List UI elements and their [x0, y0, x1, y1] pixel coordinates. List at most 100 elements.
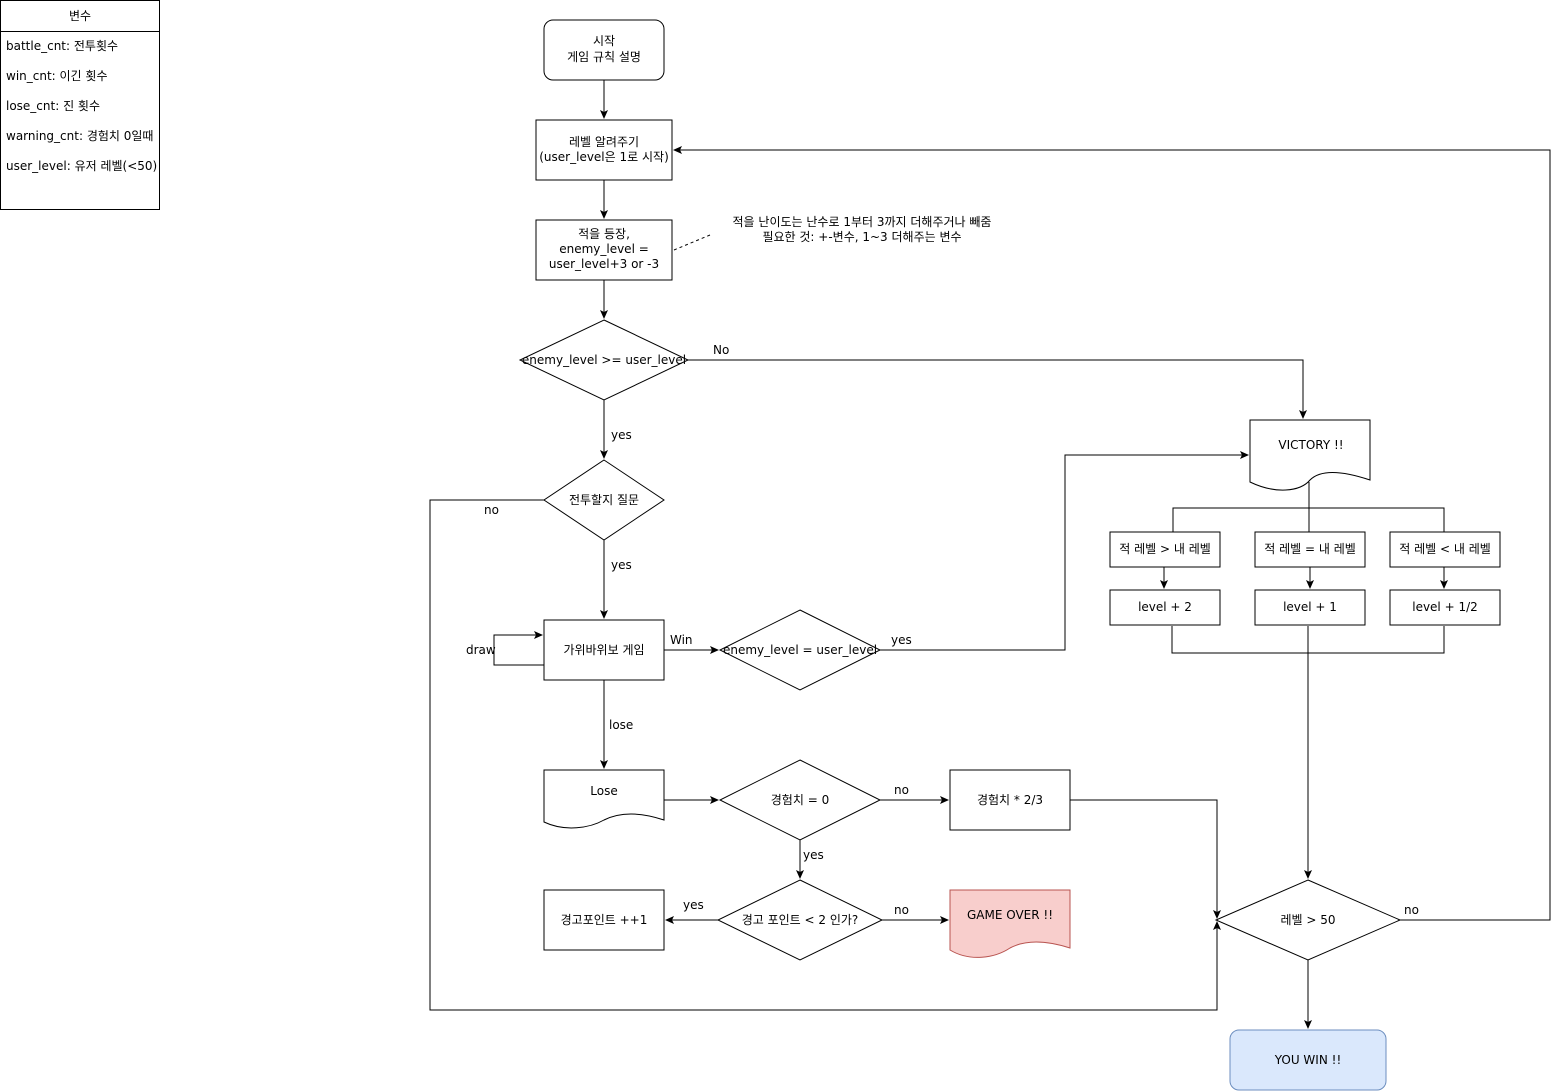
- cond-equal-diamond: [718, 609, 882, 691]
- cmp-lt-shape: [1389, 531, 1501, 568]
- cond-equal-text: enemy_level = user_level: [723, 643, 877, 657]
- edge-victory-split: [1172, 507, 1445, 532]
- node-you-win: YOU WIN !!: [1229, 1029, 1387, 1091]
- node-enemy-appear: 적을 등장, enemy_level = user_level+3 or -3: [535, 219, 673, 281]
- legend-item-warning-cnt: warning_cnt: 경험치 0일때: [6, 129, 154, 143]
- enemy-appear-line-3: user_level+3 or -3: [549, 257, 659, 271]
- label-no-exp: no: [894, 783, 909, 797]
- node-cond-exp: 경험치 = 0: [718, 759, 882, 841]
- warn-inc-text: 경고포인트 ++1: [561, 913, 648, 927]
- warn-inc-shape: [543, 889, 665, 951]
- edge-cond-level-no-to-victory: [688, 359, 1307, 419]
- rps-game-text: 가위바위보 게임: [563, 643, 644, 657]
- game-over-document-shape: [949, 889, 1071, 958]
- cond-exp-text: 경험치 = 0: [771, 793, 829, 807]
- node-cond-warn: 경고 포인트 < 2 인가?: [716, 879, 884, 961]
- node-cond-win50: 레벨 > 50: [1214, 879, 1402, 961]
- cmp-gt-shape: [1109, 531, 1221, 568]
- node-start: 시작 게임 규칙 설명: [543, 19, 665, 81]
- plus1-shape: [1254, 589, 1366, 626]
- node-game-over: GAME OVER !!: [949, 889, 1071, 958]
- cond-level-diamond: [518, 319, 690, 401]
- edge-cond-equal-yes-to-victory: [880, 451, 1249, 651]
- cond-level-text: enemy_level >= user_level: [522, 353, 686, 367]
- lose-document-shape: [543, 769, 665, 829]
- you-win-shape: [1229, 1029, 1387, 1091]
- victory-text: VICTORY !!: [1278, 438, 1343, 452]
- cmp-eq-text: 적 레벨 = 내 레벨: [1264, 542, 1356, 556]
- edge-ask-no-to-win50: [429, 499, 1221, 1011]
- node-rps-game: 가위바위보 게임: [543, 619, 665, 681]
- game-over-text: GAME OVER !!: [967, 908, 1053, 922]
- ask-battle-diamond: [543, 459, 665, 541]
- ask-battle-text: 전투할지 질문: [569, 493, 639, 507]
- node-lose: Lose: [543, 769, 665, 829]
- note-line-1: 적을 난이도는 난수로 1부터 3까지 더해주거나 빼줌: [733, 215, 992, 229]
- exp-mul-text: 경험치 * 2/3: [977, 793, 1043, 807]
- legend-title: 변수: [1, 1, 159, 32]
- cond-warn-diamond: [716, 879, 884, 961]
- plus2-shape: [1109, 589, 1221, 626]
- plus-half-shape: [1389, 589, 1501, 626]
- connectors: [429, 80, 1551, 1029]
- victory-document-shape: [1249, 419, 1371, 491]
- edge-win50-no-to-level-info: [673, 146, 1551, 921]
- node-cond-equal: enemy_level = user_level: [718, 609, 882, 691]
- legend-item-lose-cnt: lose_cnt: 진 횟수: [6, 99, 101, 113]
- rps-game-shape: [543, 619, 665, 681]
- edge-exp-mul-to-win50: [1070, 799, 1221, 919]
- note-annotation: 적을 난이도는 난수로 1부터 3까지 더해주거나 빼줌 필요한 것: +-변수…: [733, 215, 992, 244]
- label-draw: draw: [466, 643, 496, 657]
- edge-note-dashed: [673, 234, 711, 251]
- label-no-upper: No: [713, 343, 729, 357]
- plus-half-text: level + 1/2: [1412, 600, 1478, 614]
- label-yes-equal: yes: [891, 633, 912, 647]
- edge-labels: No yes no yes draw Win yes lose no yes y…: [466, 343, 1419, 917]
- node-plus2: level + 2: [1109, 589, 1221, 626]
- cond-exp-diamond: [718, 759, 882, 841]
- node-cmp-lt: 적 레벨 < 내 레벨: [1389, 531, 1501, 568]
- node-plus-half: level + 1/2: [1389, 589, 1501, 626]
- level-info-line-1: 레벨 알려주기: [569, 135, 639, 149]
- cond-warn-text: 경고 포인트 < 2 인가?: [742, 913, 859, 927]
- label-no-battle: no: [484, 503, 499, 517]
- cmp-eq-shape: [1254, 531, 1366, 568]
- enemy-appear-shape: [535, 219, 673, 281]
- label-yes-exp: yes: [803, 848, 824, 862]
- label-no-warn: no: [894, 903, 909, 917]
- label-yes-warn: yes: [683, 898, 704, 912]
- node-victory: VICTORY !!: [1249, 419, 1371, 491]
- node-cond-level: enemy_level >= user_level: [518, 319, 690, 401]
- you-win-text: YOU WIN !!: [1274, 1053, 1342, 1067]
- start-line-2: 게임 규칙 설명: [567, 50, 641, 64]
- cond-win50-diamond: [1214, 879, 1402, 961]
- cmp-lt-text: 적 레벨 < 내 레벨: [1399, 542, 1491, 556]
- cond-win50-text: 레벨 > 50: [1280, 913, 1335, 927]
- label-lose: lose: [609, 718, 633, 732]
- enemy-appear-line-1: 적을 등장,: [578, 227, 630, 241]
- label-yes-level: yes: [611, 428, 632, 442]
- node-warn-inc: 경고포인트 ++1: [543, 889, 665, 951]
- label-win: Win: [670, 633, 693, 647]
- node-cmp-gt: 적 레벨 > 내 레벨: [1109, 531, 1221, 568]
- enemy-appear-line-2: enemy_level =: [559, 242, 649, 256]
- node-exp-mul: 경험치 * 2/3: [949, 769, 1071, 831]
- label-yes-battle: yes: [611, 558, 632, 572]
- variables-legend: 변수 battle_cnt: 전투횟수 win_cnt: 이긴 횟수 lose_…: [0, 0, 160, 210]
- plus2-text: level + 2: [1138, 600, 1192, 614]
- node-plus1: level + 1: [1254, 589, 1366, 626]
- legend-item-user-level: user_level: 유저 레벨(<50): [6, 159, 158, 173]
- node-level-info: 레벨 알려주기 (user_level은 1로 시작): [535, 119, 673, 181]
- legend-item-win-cnt: win_cnt: 이긴 횟수: [6, 69, 108, 83]
- lose-text: Lose: [590, 784, 617, 798]
- edge-rps-draw-loop: [493, 631, 544, 666]
- level-info-shape: [535, 119, 673, 181]
- start-shape: [543, 19, 665, 81]
- exp-mul-shape: [949, 769, 1071, 831]
- label-no-win50: no: [1404, 903, 1419, 917]
- level-info-line-2: (user_level은 1로 시작): [539, 150, 669, 164]
- plus1-text: level + 1: [1283, 600, 1337, 614]
- cmp-gt-text: 적 레벨 > 내 레벨: [1119, 542, 1211, 556]
- node-ask-battle: 전투할지 질문: [543, 459, 665, 541]
